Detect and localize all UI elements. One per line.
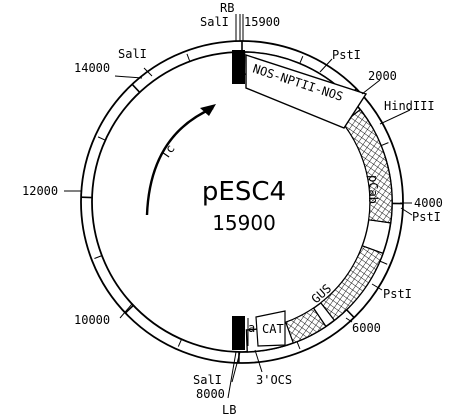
- pcab-label: pCab: [366, 175, 380, 204]
- band-divider: [313, 307, 327, 327]
- rb-border-block: [232, 50, 245, 84]
- nptii-box: [245, 54, 368, 129]
- rb-label: RB: [220, 1, 234, 15]
- scale-tick: [296, 341, 301, 350]
- scale-tick: [379, 260, 388, 265]
- sali-14000-label: SalI: [118, 47, 147, 61]
- sali-top-label: SalI: [200, 15, 229, 29]
- marker-6000: 6000: [352, 321, 381, 335]
- scale-tick: [124, 304, 134, 314]
- scale-tick: [380, 142, 389, 147]
- tc-label: Tc: [158, 142, 178, 162]
- marker-14000: 14000: [74, 61, 110, 75]
- band-divider: [320, 302, 335, 321]
- cat-label: CAT: [262, 322, 284, 336]
- plasmid-name: pESC4: [202, 177, 286, 207]
- label-leaders: [64, 14, 413, 399]
- marker-15900: 15900: [244, 15, 280, 29]
- band-divider: [285, 322, 294, 344]
- a-label: a: [248, 321, 255, 335]
- scale-tick: [345, 309, 355, 319]
- lb-label: LB: [222, 403, 236, 417]
- scale-tick: [299, 55, 304, 64]
- scale-tick: [97, 136, 106, 141]
- sali-bottom-label: SalI: [193, 373, 222, 387]
- marker-4000: 4000: [414, 196, 443, 210]
- gus-hatch-block: [320, 245, 384, 321]
- lb-border-block: [232, 316, 245, 350]
- marker-10000: 10000: [74, 313, 110, 327]
- ocs-label: 3'OCS: [256, 373, 292, 387]
- psti-6000-label: PstI: [383, 287, 412, 301]
- hindiii-label: HindIII: [384, 99, 435, 113]
- psti-1400-label: PstI: [332, 48, 361, 62]
- tc-arrow: [145, 106, 214, 216]
- tc-arrowhead: [200, 104, 216, 116]
- scale-tick: [177, 339, 182, 347]
- marker-12000: 12000: [22, 184, 58, 198]
- marker-2000: 2000: [368, 69, 397, 83]
- psti-4200-label: PstI: [412, 210, 441, 224]
- band-divider: [368, 219, 391, 224]
- scale-tick: [131, 83, 141, 93]
- scale-tick: [186, 53, 191, 62]
- cat-box: [255, 310, 286, 347]
- marker-8000: 8000: [196, 387, 225, 401]
- plasmid-size: 15900: [212, 211, 276, 235]
- band-divider: [362, 245, 384, 254]
- scale-tick: [94, 255, 103, 259]
